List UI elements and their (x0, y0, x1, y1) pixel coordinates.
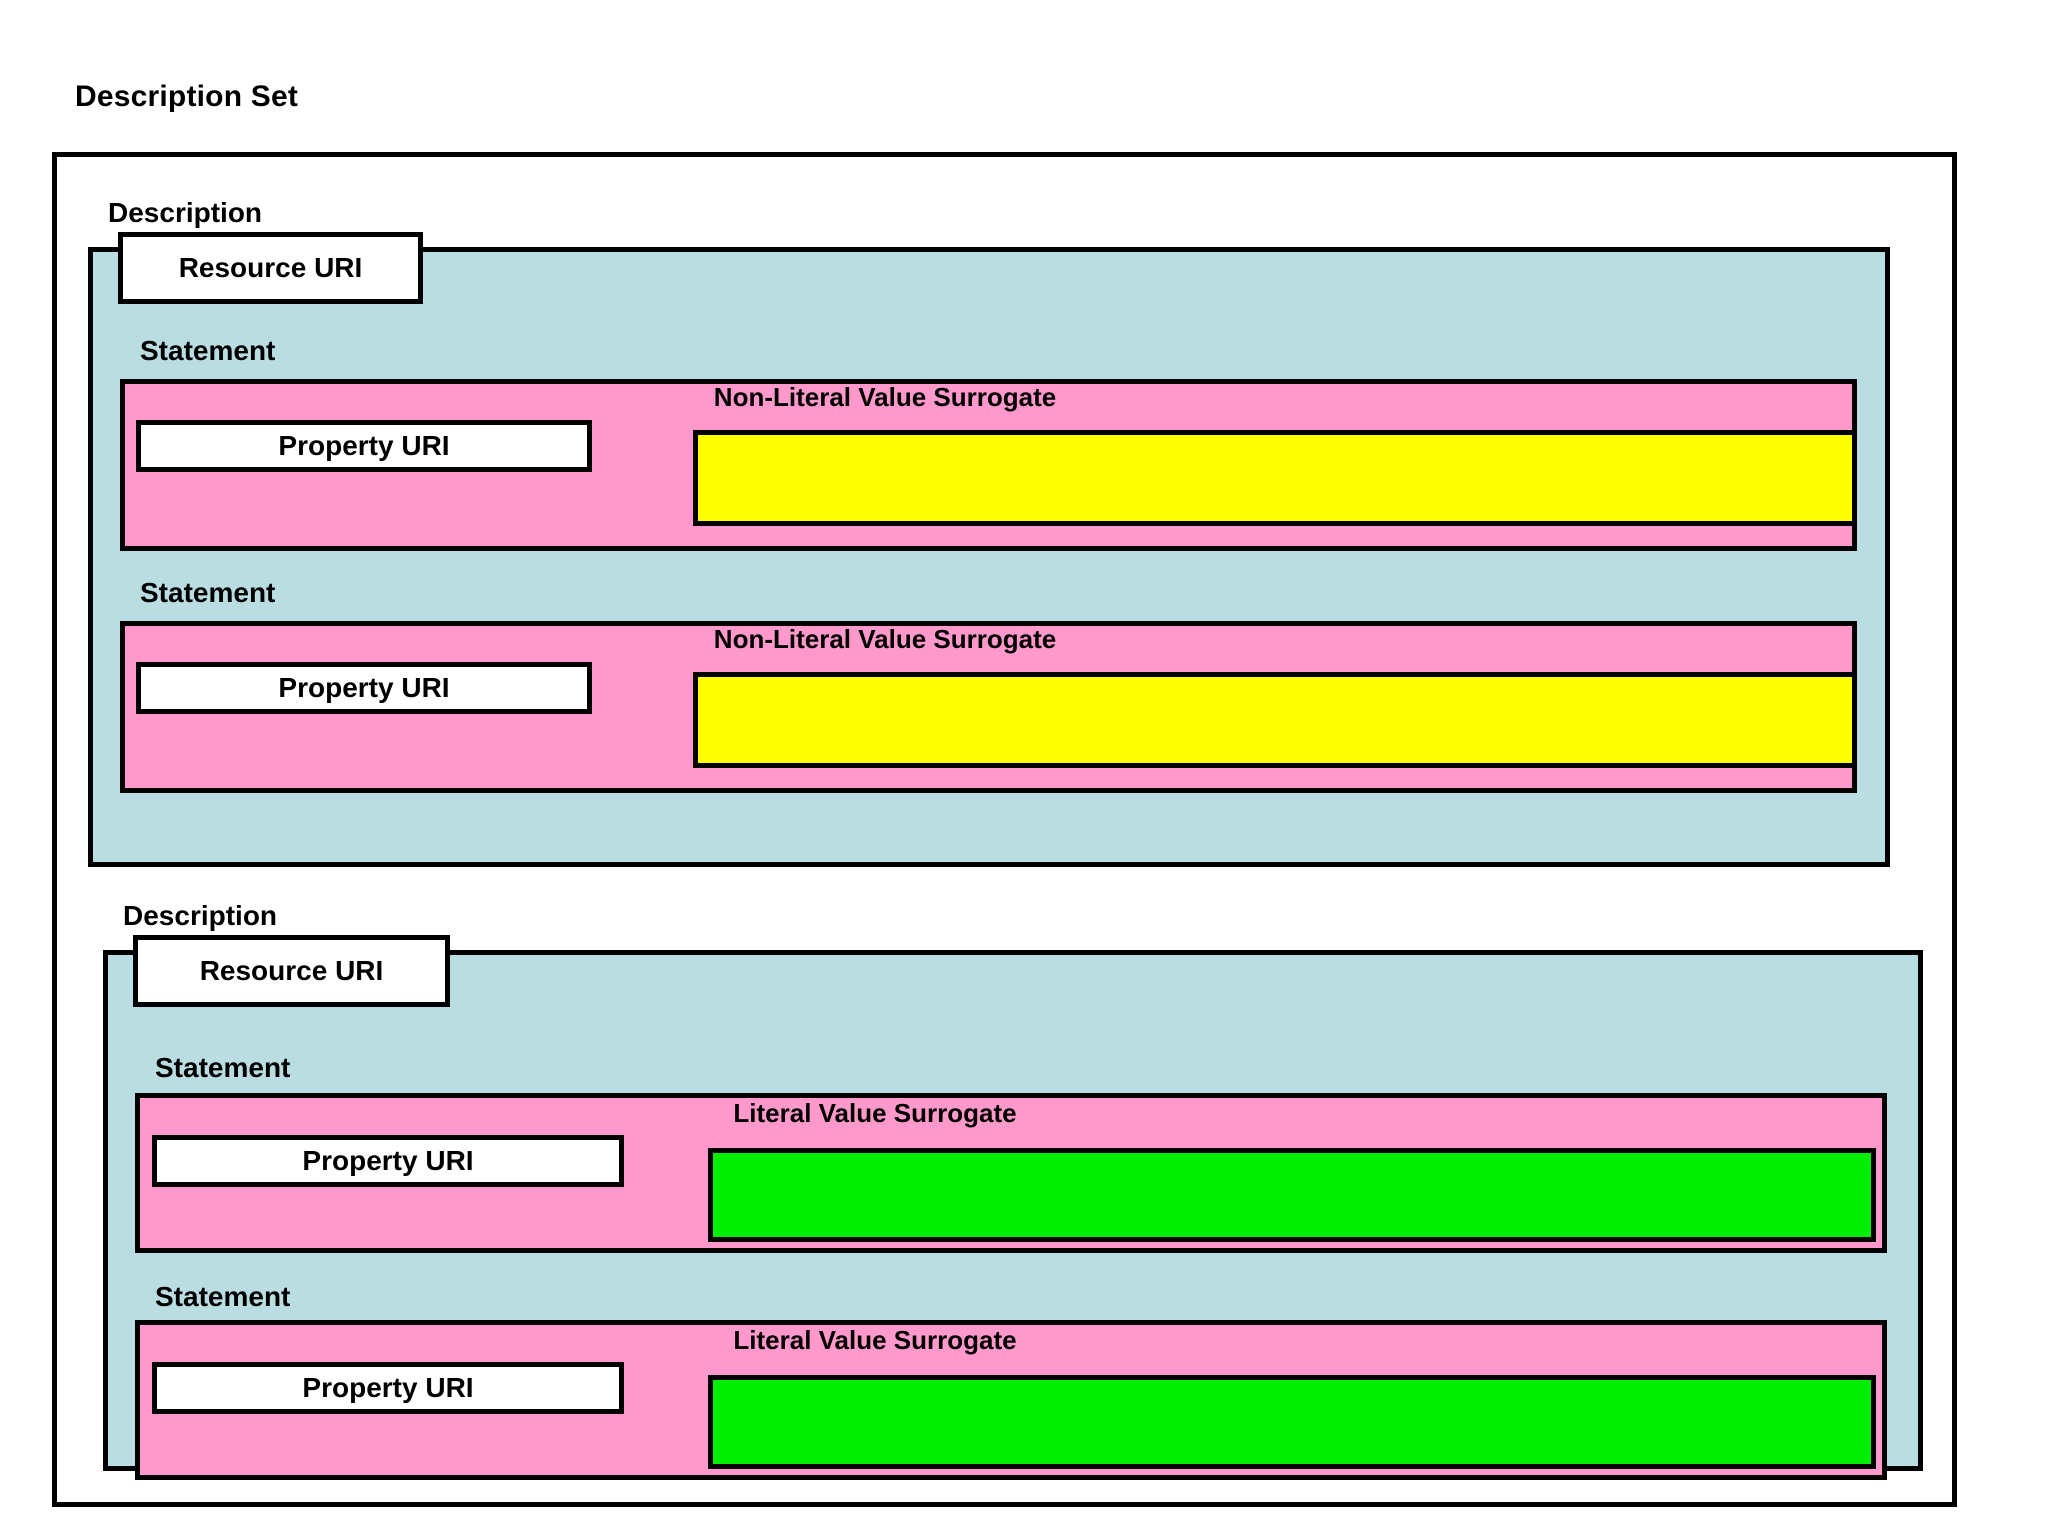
description-1-label: Description (108, 197, 263, 228)
statement-1-2-property-uri-label: Property URI (278, 672, 450, 703)
statement-2-2-literal-value-surrogate-box (708, 1375, 1876, 1469)
description-2-label: Description (123, 900, 278, 931)
description-2-resource-uri-chip[interactable]: Resource URI (133, 935, 450, 1007)
statement-2-2-label: Statement (155, 1281, 291, 1312)
page-title: Description Set (75, 80, 299, 113)
statement-1-1-property-uri-label: Property URI (278, 430, 450, 461)
description-1-resource-uri-label: Resource URI (178, 252, 363, 283)
statement-1-1-surrogate-label: Non-Literal Value Surrogate (713, 382, 1057, 412)
statement-2-1-surrogate-label: Literal Value Surrogate (733, 1098, 1017, 1128)
statement-2-1-property-uri-label: Property URI (302, 1145, 474, 1176)
statement-1-1-label: Statement (140, 335, 276, 366)
statement-2-1-literal-value-surrogate-box (708, 1148, 1876, 1242)
statement-1-2-nonliteral-value-surrogate-box (693, 672, 1857, 768)
statement-2-2-property-uri-chip[interactable]: Property URI (152, 1362, 624, 1414)
statement-1-2-property-uri-chip[interactable]: Property URI (136, 662, 592, 714)
statement-1-1-nonliteral-value-surrogate-box (693, 430, 1857, 526)
description-2-resource-uri-label: Resource URI (199, 955, 384, 986)
statement-2-1-label: Statement (155, 1052, 291, 1083)
statement-2-1-property-uri-chip[interactable]: Property URI (152, 1135, 624, 1187)
statement-2-2-property-uri-label: Property URI (302, 1372, 474, 1403)
statement-1-1-property-uri-chip[interactable]: Property URI (136, 420, 592, 472)
statement-1-2-label: Statement (140, 577, 276, 608)
description-1-resource-uri-chip[interactable]: Resource URI (118, 232, 423, 304)
statement-2-2-surrogate-label: Literal Value Surrogate (733, 1325, 1017, 1355)
statement-1-2-surrogate-label: Non-Literal Value Surrogate (713, 624, 1057, 654)
